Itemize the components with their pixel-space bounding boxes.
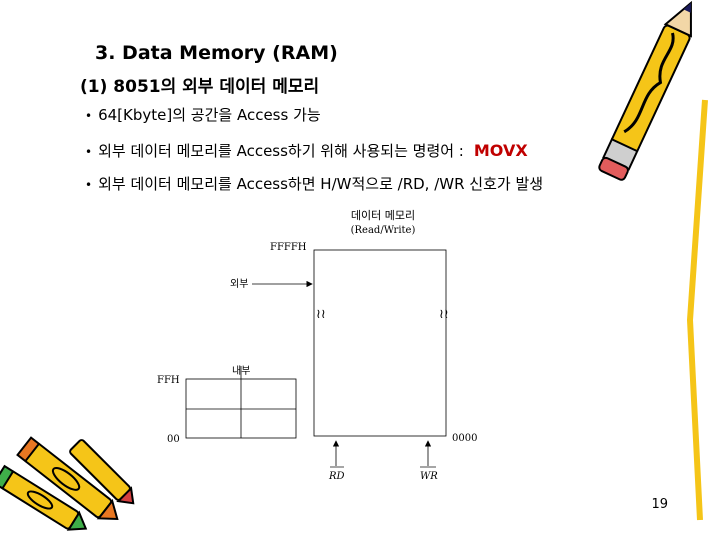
external-memory-block bbox=[313, 249, 447, 437]
external-label: 외부 bbox=[230, 278, 248, 290]
crayons-icon bbox=[0, 436, 135, 531]
bullet-item-3: • 외부 데이터 메모리를 Access하면 H/W적으로 /RD, /WR 신호… bbox=[85, 173, 543, 194]
bullet-marker: • bbox=[85, 109, 93, 123]
address-00: 00 bbox=[167, 434, 180, 445]
pencil-icon bbox=[598, 0, 692, 181]
bullet-item-2: • 외부 데이터 메모리를 Access하기 위해 사용되는 명령어 : MOVX bbox=[85, 140, 528, 161]
rd-signal-label: RD bbox=[328, 471, 345, 482]
internal-label: 내부 bbox=[232, 365, 250, 377]
slide-title: 3. Data Memory (RAM) bbox=[95, 42, 338, 64]
break-mark: ≀≀ bbox=[439, 307, 449, 322]
page-number: 19 bbox=[651, 497, 668, 512]
address-ffh: FFH bbox=[157, 375, 180, 386]
bullet-text: 외부 데이터 메모리를 Access하기 위해 사용되는 명령어 : bbox=[98, 142, 464, 160]
break-mark: ≀≀ bbox=[316, 307, 326, 322]
bullet-text: 64[Kbyte]의 공간을 Access 가능 bbox=[98, 106, 321, 124]
address-ffff: FFFFH bbox=[270, 242, 307, 253]
address-0000: 0000 bbox=[452, 433, 477, 444]
diagram-subtitle: (Read/Write) bbox=[351, 225, 416, 236]
bullet-marker: • bbox=[85, 145, 93, 159]
bullet-marker: • bbox=[85, 178, 93, 192]
wr-signal-label: WR bbox=[420, 471, 438, 482]
pencil-stroke bbox=[686, 99, 708, 521]
bullet-text: 외부 데이터 메모리를 Access하면 H/W적으로 /RD, /WR 신호가… bbox=[98, 175, 544, 193]
diagram-title: 데이터 메모리 bbox=[351, 209, 415, 222]
movx-instruction: MOVX bbox=[473, 141, 528, 160]
section-subtitle: (1) 8051의 외부 데이터 메모리 bbox=[80, 77, 320, 97]
bullet-item-1: • 64[Kbyte]의 공간을 Access 가능 bbox=[85, 104, 321, 125]
